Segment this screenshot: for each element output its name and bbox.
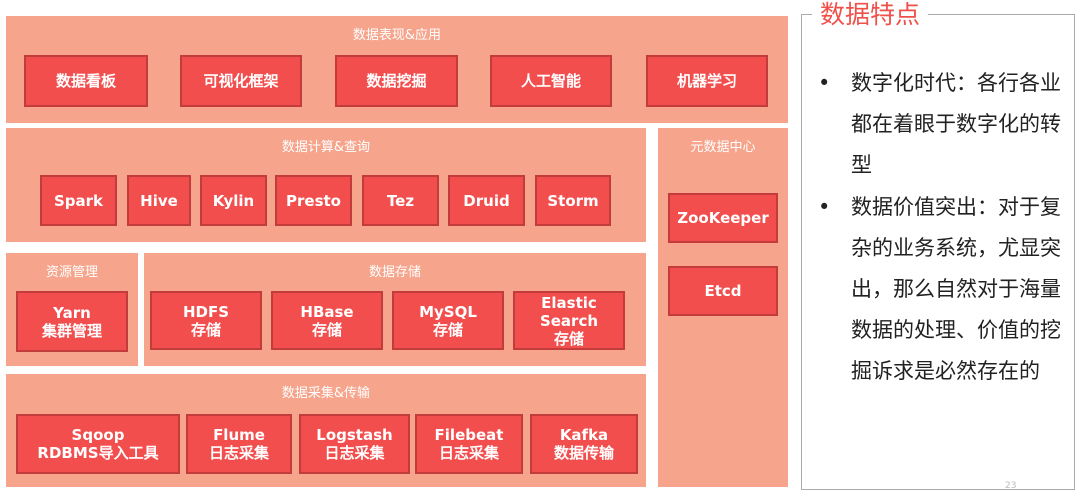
component-name: ZooKeeper xyxy=(677,209,769,227)
page-number: 23 xyxy=(1005,481,1017,491)
component-box: Tez xyxy=(362,175,439,226)
component-name: Storm xyxy=(547,191,599,210)
component-desc: 存储 xyxy=(553,329,584,348)
layer-title: 数据计算&查询 xyxy=(281,140,371,155)
component-box: 数据挖掘 xyxy=(335,55,458,107)
component-name: Presto xyxy=(286,191,341,210)
component-box: 人工智能 xyxy=(490,55,612,107)
component-desc: 日志采集 xyxy=(208,444,269,462)
component-desc: 存储 xyxy=(311,320,342,339)
component-name: 可视化框架 xyxy=(203,72,279,90)
component-box: Druid xyxy=(448,175,525,226)
component-name: Druid xyxy=(463,191,510,210)
component-box: Storm xyxy=(535,175,611,226)
component-box: Etcd xyxy=(668,266,778,316)
component-box: Hive xyxy=(127,175,191,226)
component-box: Kylin xyxy=(200,175,267,226)
component-desc: 存储 xyxy=(432,320,463,339)
component-name: 人工智能 xyxy=(520,72,581,90)
layer-title: 资源管理 xyxy=(45,265,98,280)
component-box: 可视化框架 xyxy=(180,55,302,107)
bullet-icon: • xyxy=(818,195,831,219)
component-desc: 集群管理 xyxy=(41,321,102,340)
component-name: Kylin xyxy=(212,191,255,210)
feature-panel xyxy=(801,14,1075,490)
component-desc: 日志采集 xyxy=(438,444,499,462)
component-name: Etcd xyxy=(704,282,742,300)
component-name: Kafka xyxy=(559,426,609,444)
component-name: Hive xyxy=(140,191,178,210)
component-box: Presto xyxy=(275,175,352,226)
component-name: MySQL xyxy=(419,302,477,321)
feature-point: • 数据价值突出：对于复杂的业务系统，尤显突出，那么自然对于海量数据的处理、价值的… xyxy=(818,187,1068,392)
component-name: Flume xyxy=(213,426,265,444)
component-name: 机器学习 xyxy=(676,72,737,90)
component-name: Tez xyxy=(386,191,415,210)
component-name: HBase xyxy=(300,302,354,321)
component-name: Sqoop xyxy=(71,426,125,444)
component-name: Spark xyxy=(53,191,104,210)
component-name: HDFS xyxy=(182,302,230,321)
component-name: Yarn xyxy=(53,303,91,322)
feature-text: 数据价值突出：对于复杂的业务系统，尤显突出，那么自然对于海量数据的处理、价值的挖… xyxy=(851,195,1061,383)
layer-title: 数据采集&传输 xyxy=(281,386,371,401)
component-box: Spark xyxy=(40,175,117,226)
component-box: 机器学习 xyxy=(646,55,768,107)
component-box: ZooKeeper xyxy=(668,193,778,243)
component-name: 数据看板 xyxy=(55,72,116,90)
layer-title: 数据表现&应用 xyxy=(352,28,442,43)
bullet-icon: • xyxy=(818,71,831,95)
component-desc: 数据传输 xyxy=(553,444,614,462)
component-desc: 存储 xyxy=(190,320,221,339)
component-desc: 日志采集 xyxy=(324,444,385,462)
component-name: Elastic Search xyxy=(539,293,599,330)
layer-title: 数据存储 xyxy=(368,265,421,280)
layer-title: 元数据中心 xyxy=(690,140,756,155)
feature-title: 数据特点 xyxy=(812,0,929,30)
component-name: Filebeat xyxy=(434,426,504,444)
feature-point: • 数字化时代：各行各业都在着眼于数字化的转型 xyxy=(818,63,1068,186)
component-box: 数据看板 xyxy=(24,55,148,107)
component-desc: RDBMS导入工具 xyxy=(37,444,159,462)
component-name: Logstash xyxy=(316,426,393,444)
feature-text: 数字化时代：各行各业都在着眼于数字化的转型 xyxy=(851,71,1061,177)
component-name: 数据挖掘 xyxy=(366,72,427,90)
